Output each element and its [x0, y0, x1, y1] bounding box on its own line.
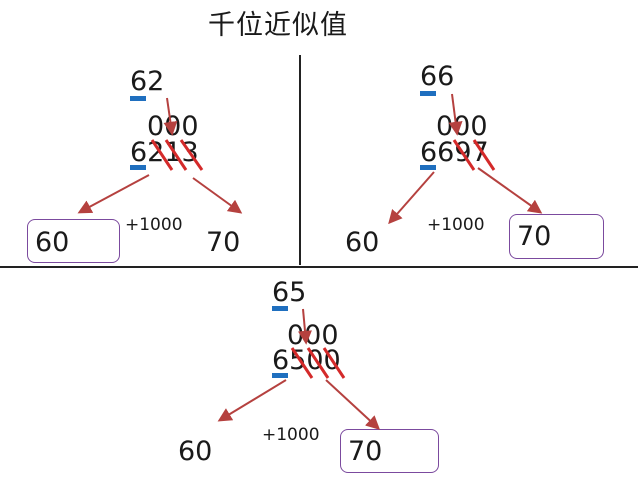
tr-result-high-box — [509, 214, 604, 259]
tr-right-arrow — [477, 167, 543, 214]
tl-result-low: 60 — [35, 227, 70, 258]
b-number-underline — [272, 373, 288, 378]
b-result-high-box — [340, 429, 439, 473]
tl-result-high: 70 — [206, 227, 241, 258]
tl-number-underline — [130, 165, 146, 170]
tr-number-underline — [420, 165, 436, 170]
b-zeros: 000 — [287, 320, 339, 351]
b-result-high: 70 — [348, 436, 383, 467]
b-step: +1000 — [262, 425, 320, 445]
b-top-underline — [272, 306, 288, 311]
b-down-arrow — [298, 308, 312, 345]
tr-result-low: 60 — [345, 227, 380, 258]
tr-left-arrow — [388, 171, 435, 225]
b-left-arrow — [217, 379, 287, 422]
tl-top-underline — [130, 96, 146, 101]
tl-top-number: 62 — [130, 66, 165, 97]
tl-number: 6213 — [130, 137, 199, 168]
tl-cross-2 — [164, 139, 188, 171]
tl-cross-3 — [179, 139, 204, 171]
b-cross-1 — [290, 347, 314, 379]
vertical-divider — [299, 55, 301, 265]
tr-result-high: 70 — [517, 221, 552, 252]
b-cross-3 — [322, 347, 346, 379]
tl-step: +1000 — [125, 215, 183, 235]
tl-left-arrow — [77, 174, 150, 214]
tl-cross-1 — [150, 139, 174, 171]
b-result-low: 60 — [178, 436, 213, 467]
tl-result-low-box — [27, 219, 120, 263]
tr-step: +1000 — [427, 215, 485, 235]
b-top-number: 65 — [272, 277, 307, 308]
tr-cross-2 — [472, 139, 496, 171]
b-cross-2 — [306, 347, 330, 379]
tl-right-arrow — [192, 177, 243, 214]
tr-down-arrow — [448, 93, 463, 136]
tr-cross-1 — [452, 139, 476, 171]
page-title: 千位近似值 — [208, 10, 348, 41]
horizontal-divider — [0, 266, 638, 268]
b-right-arrow — [325, 379, 381, 430]
tr-top-underline — [420, 91, 436, 96]
tr-top-number: 66 — [420, 61, 455, 92]
tl-down-arrow — [163, 97, 178, 136]
